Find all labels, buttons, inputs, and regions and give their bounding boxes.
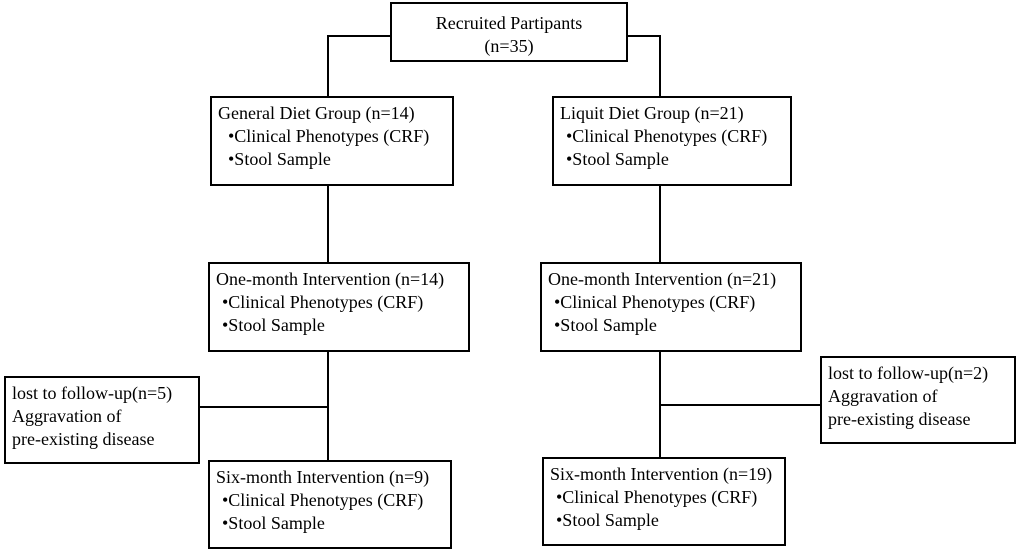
liquid-one-month-box: One-month Intervention (n=21) •Clinical … [540,262,802,352]
general-lost-to-follow-up-box: lost to follow-up(n=5) Aggravation of pr… [4,376,200,464]
general-six-month-title: Six-month Intervention (n=9) [216,467,430,487]
recruited-participants-box: Recruited Partipants (n=35) [390,2,628,62]
liquid-diet-group-box: Liquit Diet Group (n=21) •Clinical Pheno… [552,96,792,186]
liquid-diet-item: •Clinical Phenotypes (CRF) [566,126,768,146]
general-six-month-box: Six-month Intervention (n=9) •Clinical P… [208,460,452,549]
general-diet-item: •Clinical Phenotypes (CRF) [228,126,430,146]
liquid-diet-title: Liquit Diet Group (n=21) [560,103,744,123]
general-diet-group-box: General Diet Group (n=14) •Clinical Phen… [210,96,454,186]
general-one-month-box: One-month Intervention (n=14) •Clinical … [208,262,470,352]
general-diet-item: •Stool Sample [228,149,331,169]
liquid-lost-reason: Aggravation of [828,386,938,406]
liquid-six-month-box: Six-month Intervention (n=19) •Clinical … [542,457,786,546]
general-lost-title: lost to follow-up(n=5) [12,383,173,403]
liquid-six-month-title: Six-month Intervention (n=19) [550,464,773,484]
general-six-month-item: •Stool Sample [222,513,325,533]
liquid-one-month-title: One-month Intervention (n=21) [548,269,777,289]
liquid-diet-item: •Stool Sample [566,149,669,169]
general-diet-title: General Diet Group (n=14) [218,103,415,123]
general-one-month-item: •Clinical Phenotypes (CRF) [222,292,424,312]
recruited-count: (n=35) [484,36,534,56]
general-lost-reason: Aggravation of [12,406,122,426]
liquid-lost-reason: pre-existing disease [828,409,971,429]
general-lost-reason: pre-existing disease [12,429,155,449]
general-one-month-title: One-month Intervention (n=14) [216,269,445,289]
recruited-title: Recruited Partipants [435,13,583,33]
liquid-six-month-item: •Stool Sample [556,510,659,530]
liquid-lost-title: lost to follow-up(n=2) [828,363,989,383]
liquid-one-month-item: •Clinical Phenotypes (CRF) [554,292,756,312]
liquid-lost-to-follow-up-box: lost to follow-up(n=2) Aggravation of pr… [820,356,1016,444]
liquid-one-month-item: •Stool Sample [554,315,657,335]
general-six-month-item: •Clinical Phenotypes (CRF) [222,490,424,510]
general-one-month-item: •Stool Sample [222,315,325,335]
liquid-six-month-item: •Clinical Phenotypes (CRF) [556,487,758,507]
